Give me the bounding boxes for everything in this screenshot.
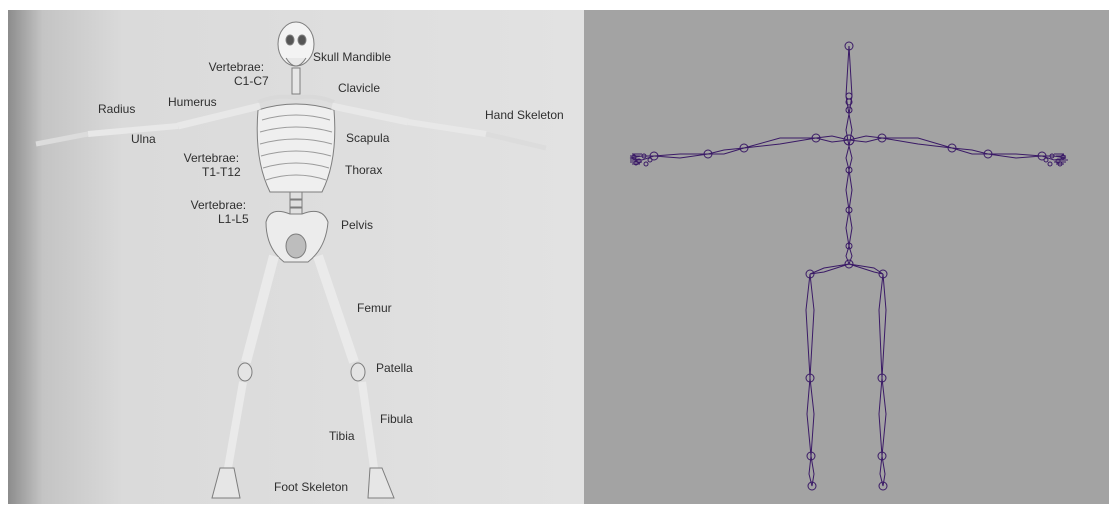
right-arm-bones — [849, 136, 1066, 160]
joint-rig-viewport — [584, 10, 1109, 504]
label-vertebrae-cervical: Vertebrae: C1-C7 — [204, 60, 269, 88]
joint-rig-skeleton — [584, 10, 1109, 504]
label-femur: Femur — [357, 301, 392, 315]
label-vertebrae-thoracic: Vertebrae: T1-T12 — [182, 151, 241, 179]
label-thorax: Thorax — [345, 163, 382, 177]
label-vertebrae-lumbar-line2: L1-L5 — [188, 212, 249, 226]
label-skull-mandible: Skull Mandible — [313, 50, 391, 64]
label-radius: Radius — [98, 102, 135, 116]
label-clavicle: Clavicle — [338, 81, 380, 95]
skeleton-illustration-panel: Skull Mandible Vertebrae: C1-C7 Clavicle… — [8, 10, 584, 504]
left-patella — [238, 363, 252, 381]
label-ulna: Ulna — [131, 132, 156, 146]
cervical-spine — [292, 68, 300, 94]
label-vertebrae-cervical-line1: Vertebrae: — [204, 60, 269, 74]
left-hip-bone — [810, 264, 849, 274]
right-hip-bone — [849, 264, 883, 274]
label-hand-skeleton: Hand Skeleton — [485, 108, 564, 122]
skeleton-illustration — [8, 10, 584, 504]
label-scapula: Scapula — [346, 131, 389, 145]
label-tibia: Tibia — [329, 429, 355, 443]
label-vertebrae-lumbar: Vertebrae: L1-L5 — [188, 198, 249, 226]
label-vertebrae-cervical-line2: C1-C7 — [204, 74, 269, 88]
label-vertebrae-thoracic-line2: T1-T12 — [182, 165, 241, 179]
label-pelvis: Pelvis — [341, 218, 373, 232]
label-vertebrae-lumbar-line1: Vertebrae: — [188, 198, 249, 212]
label-vertebrae-thoracic-line1: Vertebrae: — [182, 151, 241, 165]
label-foot-skeleton: Foot Skeleton — [274, 480, 348, 494]
right-patella — [351, 363, 365, 381]
label-patella: Patella — [376, 361, 413, 375]
label-humerus: Humerus — [168, 95, 217, 109]
label-fibula: Fibula — [380, 412, 413, 426]
spine-bones — [846, 46, 852, 264]
